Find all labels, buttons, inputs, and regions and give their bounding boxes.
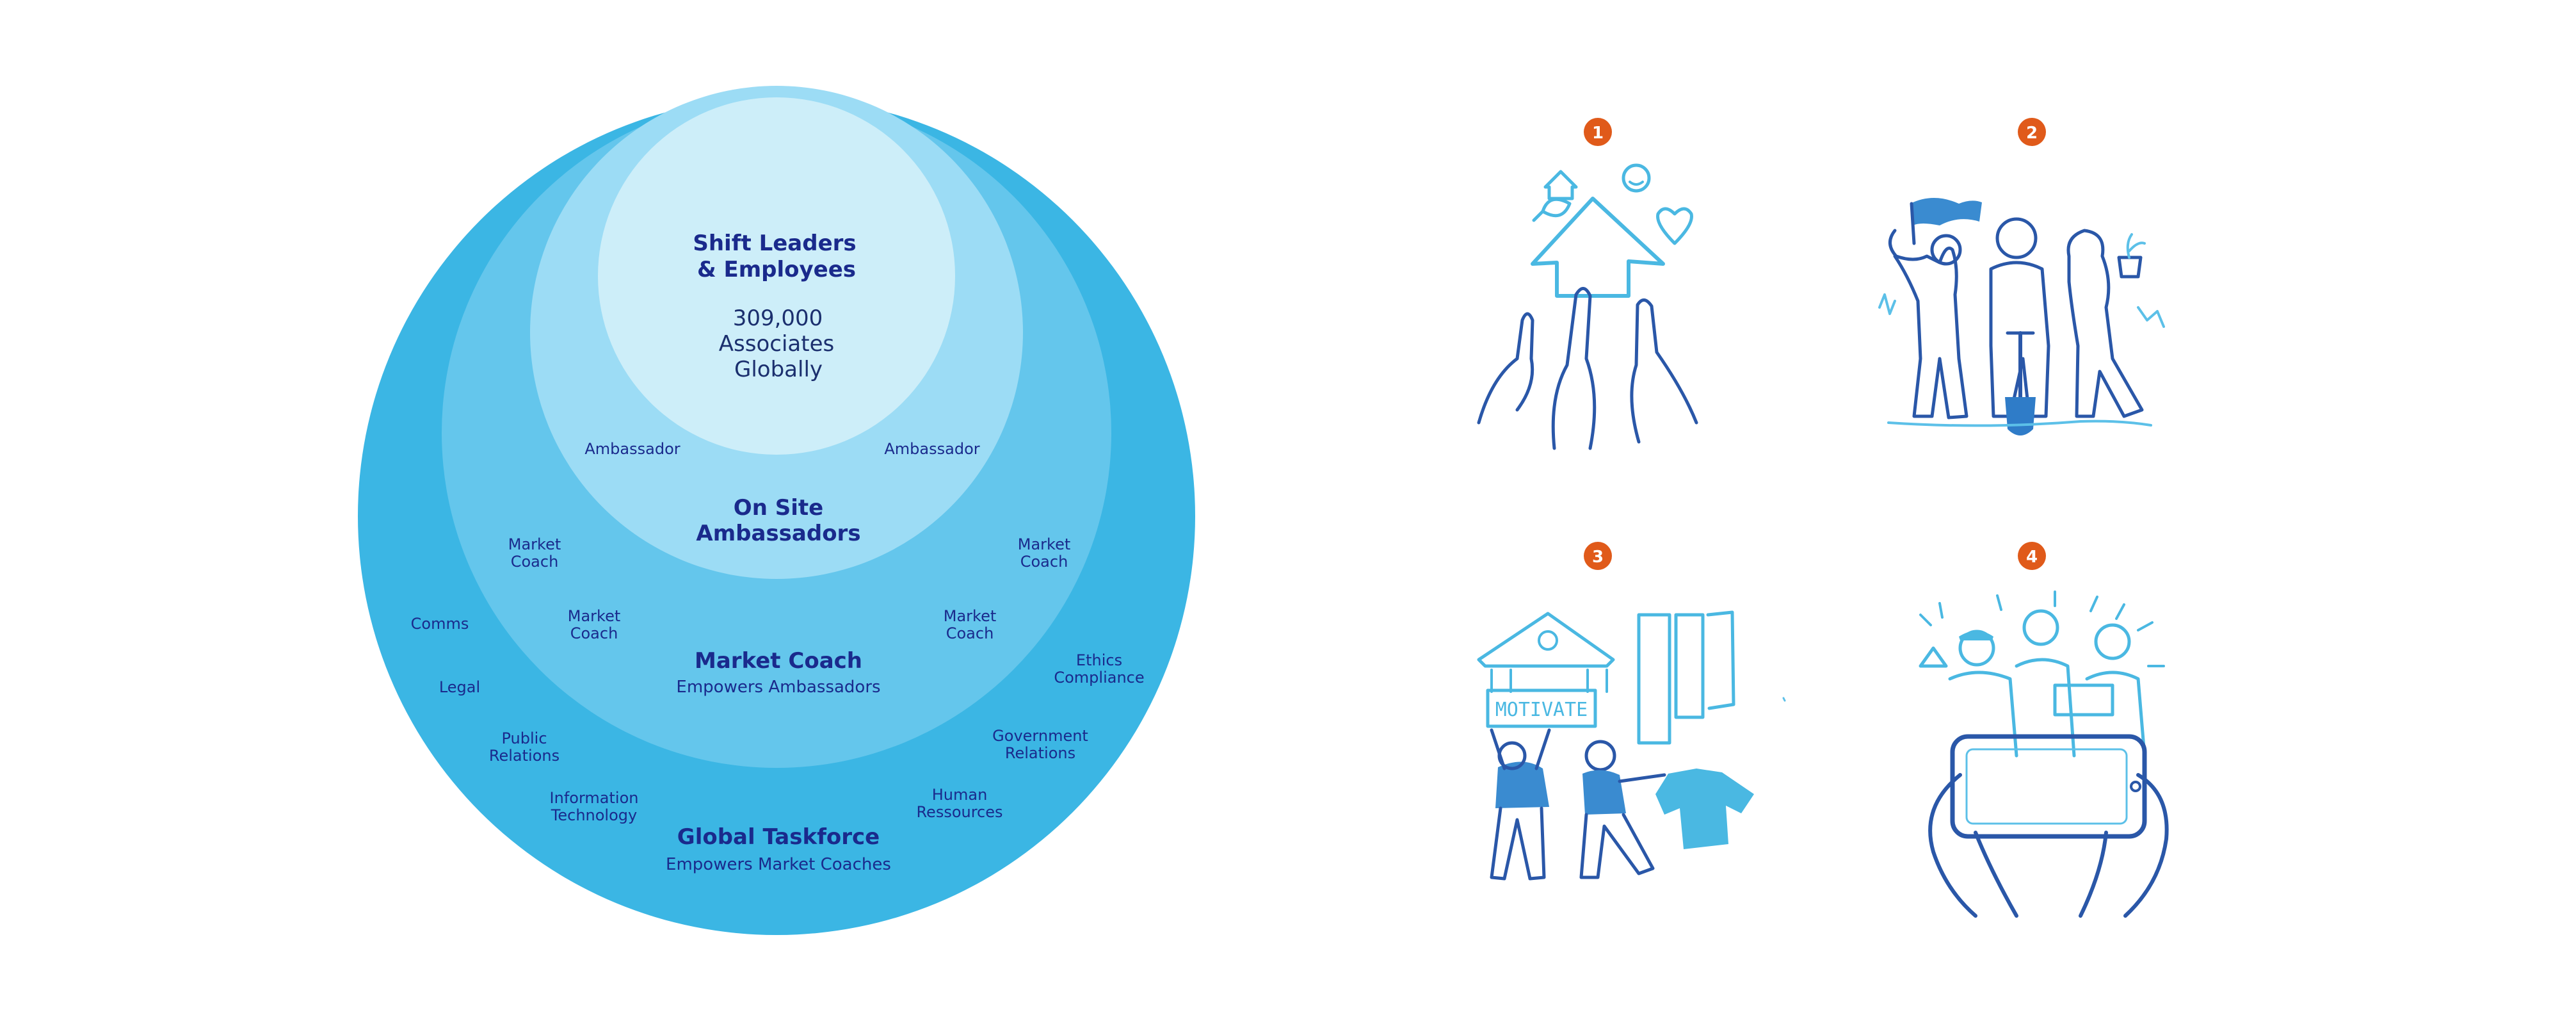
step-3: 3 MOTIVATE xyxy=(1477,542,1786,881)
market-coach-lower-left-line2: Coach xyxy=(570,624,618,642)
step-3-number: 3 xyxy=(1592,548,1604,567)
shovel-icon xyxy=(2005,397,2036,435)
taskforce-subtitle: Empowers Market Coaches xyxy=(666,855,891,874)
market-coach-subtitle: Empowers Ambassadors xyxy=(676,678,880,697)
market-coach-upper-right-line1: Market xyxy=(1018,535,1071,553)
taskforce-pr-line1: Public xyxy=(501,729,547,747)
sign-art: MOTIVATE xyxy=(1495,699,1588,721)
taskforce-legal: Legal xyxy=(439,678,480,696)
person-left xyxy=(1495,761,1549,808)
taskforce-it-line1: Information xyxy=(550,789,639,807)
market-coach-upper-left-line1: Market xyxy=(508,535,561,553)
ambassadors-title-line1: On Site xyxy=(734,495,823,521)
employees-stat-line2: Associates xyxy=(719,331,834,357)
employees-stat-line1: 309,000 xyxy=(733,305,823,331)
flag-icon xyxy=(1910,198,1982,225)
taskforce-ethics-line2: Compliance xyxy=(1054,669,1144,687)
team-flag-shovel-icon xyxy=(1878,198,2165,435)
taskforce-gov-line2: Relations xyxy=(1005,744,1075,762)
step-1-badge xyxy=(1584,118,1612,146)
market-coach-lower-left-line1: Market xyxy=(568,607,621,625)
phone-icon xyxy=(1950,734,2147,839)
phone-photo-celebration-icon xyxy=(1919,590,2169,918)
person-right xyxy=(1582,770,1626,815)
arrow-hands-icon xyxy=(1477,163,1698,450)
step-4-badge xyxy=(2018,542,2046,570)
employees-stat-line3: Globally xyxy=(734,357,823,382)
ambassador-right: Ambassador xyxy=(884,440,979,458)
taskforce-hr-line1: Human xyxy=(932,786,988,804)
taskforce-ethics-line1: Ethics xyxy=(1076,651,1122,669)
market-coach-lower-right-line2: Coach xyxy=(946,624,994,642)
taskforce-gov-line1: Government xyxy=(992,727,1088,745)
cap-icon xyxy=(1959,631,1993,640)
step-4: 4 xyxy=(1919,542,2169,918)
market-coach-lower-right-line1: Market xyxy=(944,607,997,625)
shirt-icon xyxy=(1655,769,1754,849)
step-2: 2 xyxy=(1878,118,2165,435)
ambassadors-title-line2: Ambassadors xyxy=(696,521,860,546)
ambassador-left: Ambassador xyxy=(584,440,680,458)
step-2-number: 2 xyxy=(2026,124,2038,143)
taskforce-it-line2: Technology xyxy=(551,806,637,824)
market-coach-upper-left-line2: Coach xyxy=(511,553,559,571)
market-coach-upper-right-line2: Coach xyxy=(1020,553,1068,571)
taskforce-comms: Comms xyxy=(411,615,469,633)
taskforce-hr-line2: Ressources xyxy=(916,803,1002,821)
taskforce-title: Global Taskforce xyxy=(677,824,880,850)
taskforce-pr-line2: Relations xyxy=(489,747,559,765)
onion-diagram: Shift Leaders & Employees 309,000 Associ… xyxy=(358,86,1195,935)
employees-title-line1: Shift Leaders xyxy=(693,231,856,256)
market-coach-title: Market Coach xyxy=(695,648,862,674)
ring-employees xyxy=(598,97,955,455)
step-1-number: 1 xyxy=(1592,124,1604,143)
employees-title-line2: & Employees xyxy=(697,257,856,282)
motivate-banners-icon: MOTIVATE xyxy=(1477,610,1786,881)
step-2-badge xyxy=(2018,118,2046,146)
step-1: 1 xyxy=(1477,118,1698,450)
step-4-number: 4 xyxy=(2026,548,2038,567)
step-3-badge xyxy=(1584,542,1612,570)
